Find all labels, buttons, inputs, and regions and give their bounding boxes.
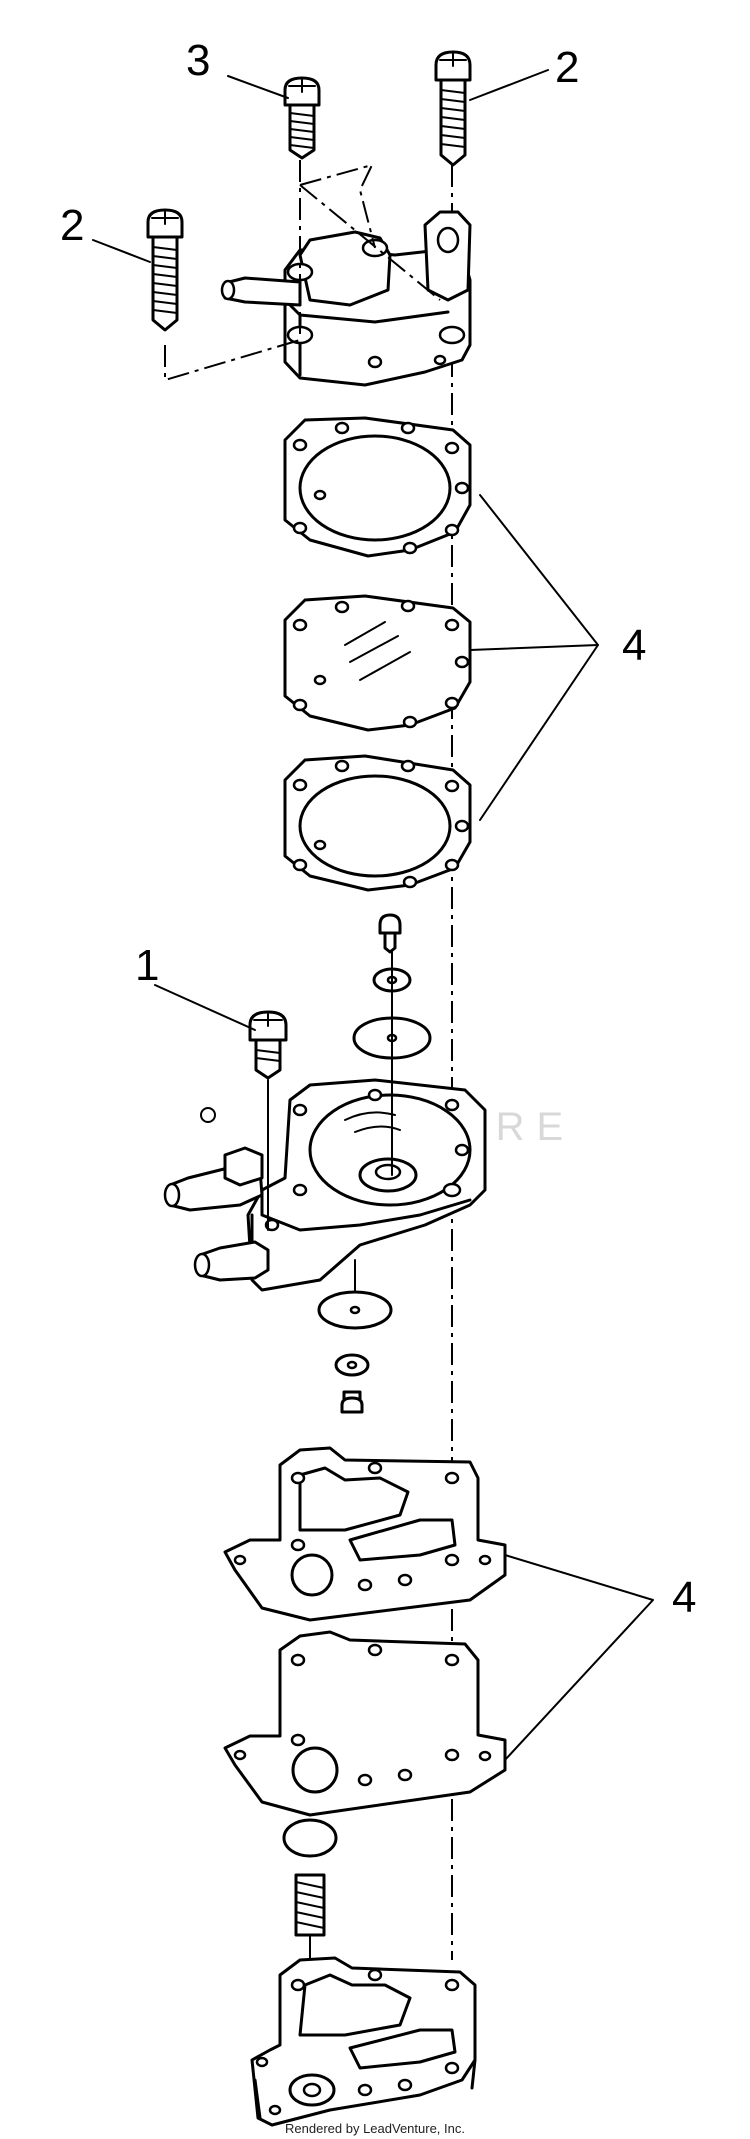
valve-screw-lower [340,1390,364,1414]
screw-1 [248,1010,288,1080]
top-cover [220,210,472,387]
leader-line-4a [469,494,599,821]
reference-circle [200,1107,216,1123]
callout-2-right: 2 [555,43,579,92]
gasket-upper-2-diaphragm [283,594,472,732]
alignment-line-cover-diagonal [299,163,441,301]
leader-line-3 [227,75,289,99]
callout-1: 1 [135,941,159,990]
valve-retainer-lower [334,1353,370,1377]
gasket-upper-1 [283,416,472,558]
valve-screw-upper [378,913,402,954]
bottom-cover [250,1956,477,2127]
leader-line-1 [154,984,256,1031]
gasket-lower-2 [223,1630,507,1817]
leader-line-4b [504,1554,654,1761]
footer-credit: Rendered by LeadVenture, Inc. [285,2121,465,2136]
pump-body [163,1078,487,1292]
callout-4-upper: 4 [622,621,646,670]
leader-line-2-left [92,239,151,263]
callout-2-left: 2 [60,201,84,250]
screw-2-left [146,208,184,332]
gasket-upper-3 [283,754,472,892]
leader-line-2-right [469,69,549,101]
screw-2-right [434,50,472,167]
alignment-line-screw2-left [164,339,301,382]
screw-3 [283,76,321,160]
callout-4-lower: 4 [672,1573,696,1622]
valve-disc-lower [317,1290,393,1330]
gasket-lower-1 [223,1446,507,1622]
check-valve-disc [282,1818,338,1858]
callout-3: 3 [186,36,210,85]
check-valve-spring [294,1873,326,1937]
